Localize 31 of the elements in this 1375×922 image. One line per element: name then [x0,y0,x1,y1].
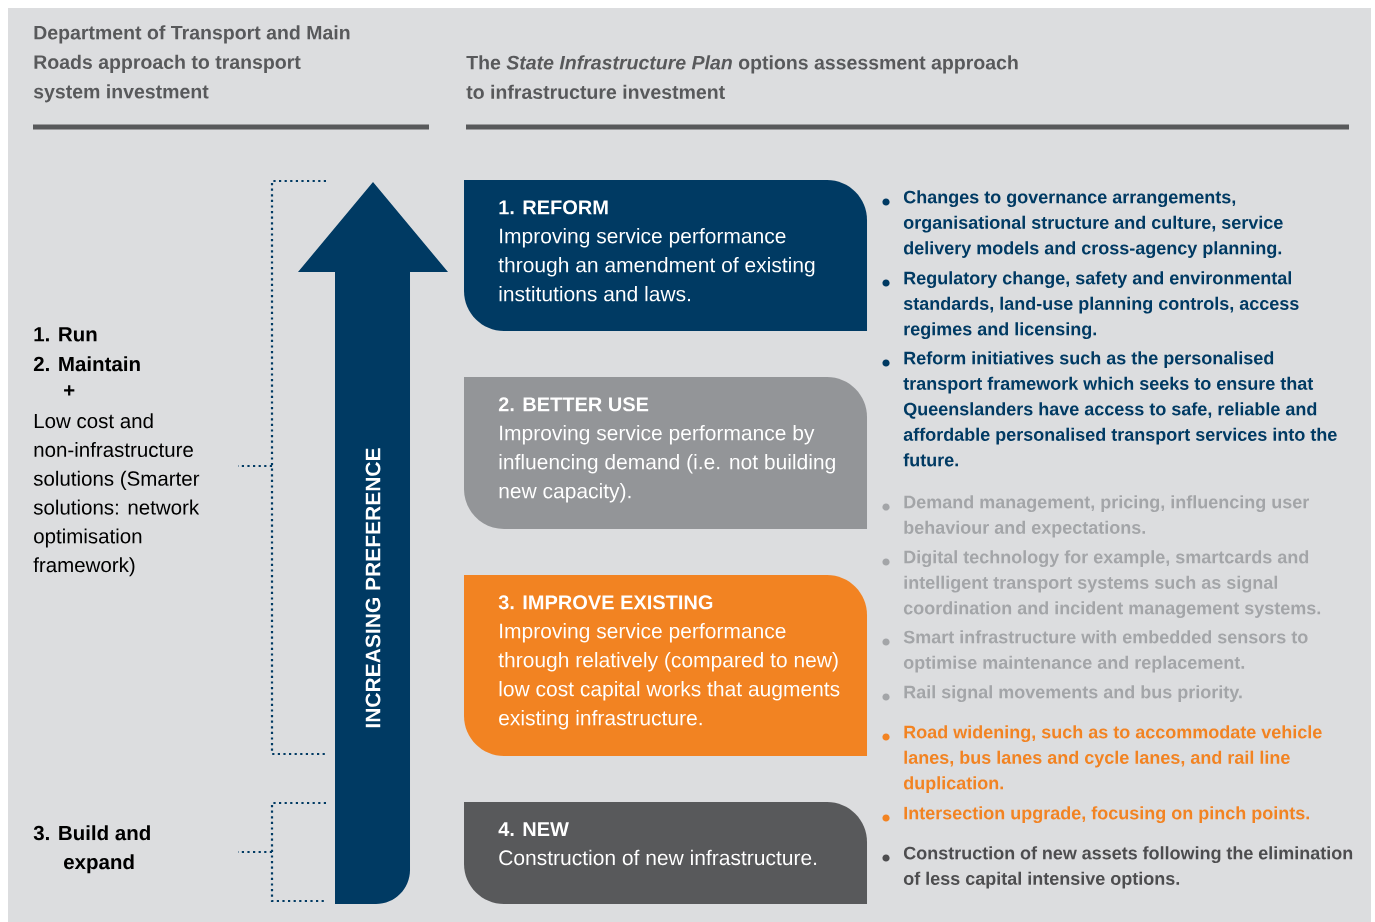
box-text: Improving service performance through an amendment of existing institutions and laws. [498,227,815,302]
option-box [464,802,867,904]
bullet-item: Smart infrastructure with embedded sensors to optimise maintenance and replacement. [882,630,1308,673]
bullet-item: Digital technology for example, smartcards and intelligent transport systems such as signal coordination and incident management systems. [882,550,1321,619]
bullet-item: Road widening, such as to accommodate vehicle lanes, bus lanes and cycle lanes, and rail line duplication. [882,725,1322,793]
list-item: 3. Build and expand [33,825,150,874]
box-heading: 2. BETTER USE [498,397,649,412]
option-box [464,180,867,331]
bullet-item: Reform initiatives such as the personalised transport framework which seeks to ensure that Queenslanders have access to safe, reliable and affordable personalised transport services into the future. [882,351,1337,467]
box-text: Improving service performance by influencing demand (i.e. not building new capacity). [499,424,835,503]
box-heading: 3. IMPROVE EXISTING [498,595,713,610]
box-text: Improving service performance through relatively (compared to new) low cost capital works that augments existing infrastructure. [498,622,840,730]
arrow-label: INCREASING PREFERENCE [365,448,381,728]
header-text: The State Infrastructure Plan options assessment approach to infrastructure investment [466,55,1018,99]
box-heading: 1. REFORM [499,200,608,215]
bullet-item: Changes to governance arrangements, organisational structure and culture, service delivery models and cross-agency planning. [882,190,1283,259]
description-text: Low cost and non-infrastructure solutions (Smarter solutions: network optimisation framework) [33,413,200,577]
option-box [464,575,867,756]
box-heading: 4. NEW [498,822,569,836]
bullet-item: Intersection upgrade, focusing on pinch points. [882,806,1309,824]
box-text: Construction of new infrastructure. [499,849,817,866]
option-box [464,377,867,529]
header-text: Department of Transport and Main Roads approach to transport system investment [33,25,350,103]
list-item: 2. Maintain [33,356,140,372]
list-item: 1. Run [34,327,97,342]
bullet-item: Rail signal movements and bus priority. [882,685,1242,703]
arrow [298,182,448,904]
bullet-item: Demand management, pricing, influencing user behaviour and expectations. [882,495,1309,538]
bullet-item: Regulatory change, safety and environmental standards, land-use planning controls, access regimes and licensing. [882,271,1299,340]
plus-sign: + [64,385,75,396]
bullet-item: Construction of new assets following the elimination of less capital intensive options. [882,846,1353,889]
